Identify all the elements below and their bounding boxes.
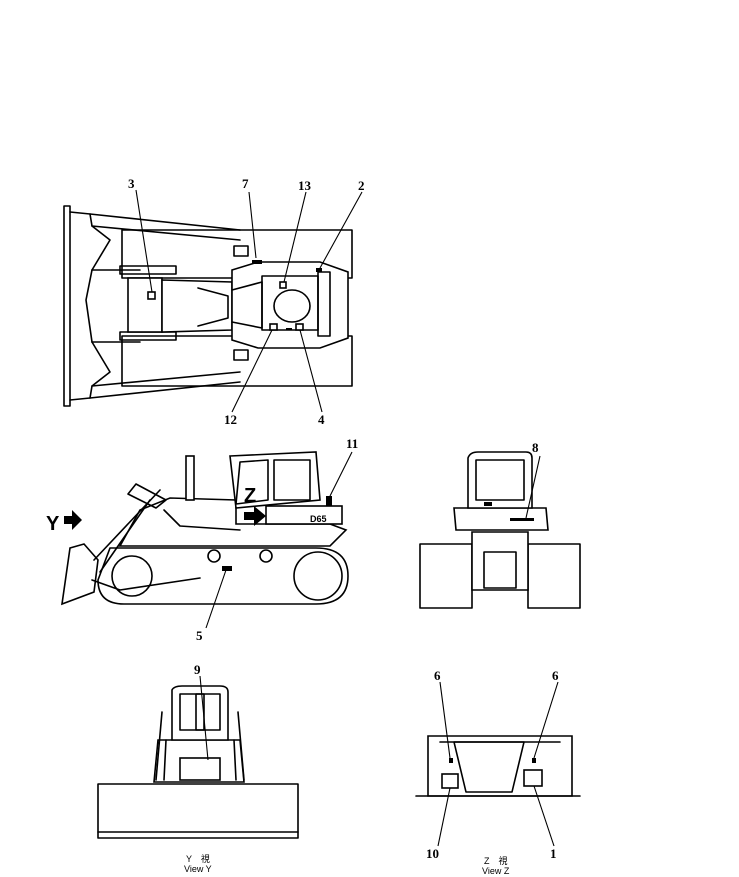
callout-4: 4 (318, 412, 325, 427)
caption-view-z: View Z (482, 866, 510, 876)
callout-7: 7 (242, 176, 249, 191)
top-view: 3 7 13 2 12 4 (63, 176, 365, 427)
blade-top (63, 205, 71, 407)
blade-brace (85, 269, 93, 343)
track-side (97, 547, 349, 605)
view-z: 6 6 10 1 Z 視 View Z (415, 668, 581, 876)
rear-window (475, 459, 525, 501)
label-mark-11 (326, 496, 332, 506)
callout-1: 1 (550, 846, 557, 861)
body-side (118, 497, 348, 547)
engine-hood (161, 279, 233, 333)
exhaust (185, 455, 195, 501)
front-cylinders (155, 711, 245, 781)
lift-cylinder (93, 489, 161, 573)
view-y: 9 Y 視 View Y (97, 662, 299, 874)
callout-12: 12 (224, 412, 237, 427)
z-marker: Z (244, 485, 256, 507)
cab-window (273, 459, 311, 501)
label-mark-13 (279, 281, 287, 289)
fender (317, 271, 331, 337)
label-mark-1 (523, 769, 543, 787)
cylinder-head (127, 483, 167, 509)
blade-side (61, 543, 99, 606)
side-view: D65 Z Y 5 11 (46, 436, 358, 643)
rear-view: 8 (419, 440, 581, 609)
rear-cab (467, 451, 533, 509)
callout-5: 5 (196, 628, 203, 643)
label-mark-2 (316, 268, 322, 272)
step-right (233, 349, 249, 361)
cab-side (229, 451, 321, 509)
y-marker: Y (46, 513, 60, 535)
track-rear-right (527, 543, 581, 609)
callout-8: 8 (532, 440, 539, 455)
label-mark-8 (510, 518, 534, 521)
hood-line (163, 509, 241, 531)
callout-2: 2 (358, 178, 365, 193)
model-plate: D65 (310, 514, 327, 524)
radiator (127, 277, 163, 333)
caption-view-y-jp: Y 視 (186, 853, 210, 864)
callout-3: 3 (128, 176, 135, 191)
label-mark-12 (269, 323, 278, 331)
cab-top (231, 261, 349, 349)
roller-1 (207, 549, 221, 563)
sprocket (111, 555, 153, 597)
lift-links (91, 225, 111, 387)
rear-frame (471, 531, 529, 591)
caption-view-z-jp: Z 視 (484, 855, 508, 866)
callout-6-right: 6 (552, 668, 559, 683)
radiator-front (179, 757, 221, 781)
label-mark-10 (441, 773, 459, 789)
caption-view-y: View Y (184, 864, 212, 874)
front-pillar (195, 693, 205, 731)
push-arm-side (91, 577, 201, 591)
label-mark-6b (532, 758, 536, 763)
blade-front (97, 783, 299, 839)
hood-detail (197, 287, 229, 327)
callout-9: 9 (194, 662, 201, 677)
callout-11: 11 (346, 436, 358, 451)
label-mark-4 (295, 323, 304, 331)
track-rear-left (419, 543, 473, 609)
label-mark-7 (252, 260, 262, 264)
ripper-box (483, 551, 517, 589)
z-arrow-icon (244, 506, 266, 526)
callout-6-left: 6 (434, 668, 441, 683)
step-left (233, 245, 249, 257)
label-mark-5 (222, 566, 232, 571)
fender-side (265, 505, 343, 525)
cab-door (235, 459, 269, 505)
front-cab (171, 685, 229, 741)
callout-13: 13 (298, 178, 312, 193)
label-mark-6a (449, 758, 453, 763)
idler (293, 551, 343, 601)
y-arrow-icon (64, 510, 82, 530)
label-mark-4b (286, 328, 292, 330)
roller-2 (259, 549, 273, 563)
rear-light (484, 502, 492, 506)
seat-cushion (273, 289, 311, 323)
callout-10: 10 (426, 846, 439, 861)
label-mark-3 (147, 291, 156, 300)
